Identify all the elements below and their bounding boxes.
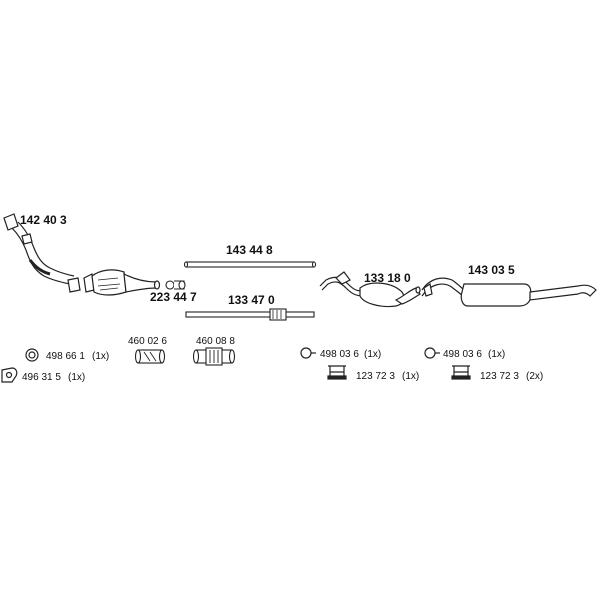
hanger-1-icon[interactable] (327, 365, 347, 380)
hanger-2-qty: (2x) (526, 371, 543, 382)
pipe-upper-number: 143 44 8 (226, 243, 273, 257)
middle-silencer[interactable] (319, 271, 421, 308)
rear-silencer[interactable] (421, 277, 597, 307)
pipe-lower-number: 133 47 0 (228, 293, 275, 307)
rubber-ring-1-icon[interactable] (300, 347, 316, 359)
connector-a-icon[interactable] (134, 349, 166, 364)
connector-b-number: 460 08 8 (196, 336, 235, 347)
gasket-icon[interactable] (1, 367, 18, 383)
connector-a-number: 460 02 6 (128, 336, 167, 347)
rubber-ring-1-qty: (1x) (364, 349, 381, 360)
catalytic-converter[interactable] (83, 269, 161, 296)
front-pipe[interactable] (3, 213, 81, 293)
pipe-upper[interactable] (183, 261, 317, 268)
rubber-ring-2-icon[interactable] (424, 347, 440, 359)
seal-ring-icon[interactable] (25, 348, 39, 362)
seal-ring-qty: (1x) (92, 351, 109, 362)
gasket-number: 496 31 5 (22, 372, 61, 383)
rear-silencer-number: 143 03 5 (468, 263, 515, 277)
clamp[interactable] (165, 280, 186, 290)
front-pipe-number: 142 40 3 (20, 213, 67, 227)
hanger-2-icon[interactable] (451, 365, 471, 380)
rubber-ring-2-number: 498 03 6 (443, 349, 482, 360)
hanger-1-number: 123 72 3 (356, 371, 395, 382)
connector-b-icon[interactable] (192, 347, 236, 366)
gasket-qty: (1x) (68, 372, 85, 383)
seal-ring-number: 498 66 1 (46, 351, 85, 362)
rubber-ring-1-number: 498 03 6 (320, 349, 359, 360)
hanger-2-number: 123 72 3 (480, 371, 519, 382)
pipe-lower[interactable] (185, 308, 315, 321)
hanger-1-qty: (1x) (402, 371, 419, 382)
middle-silencer-number: 133 18 0 (364, 271, 411, 285)
rubber-ring-2-qty: (1x) (488, 349, 505, 360)
clamp-number: 223 44 7 (150, 290, 197, 304)
